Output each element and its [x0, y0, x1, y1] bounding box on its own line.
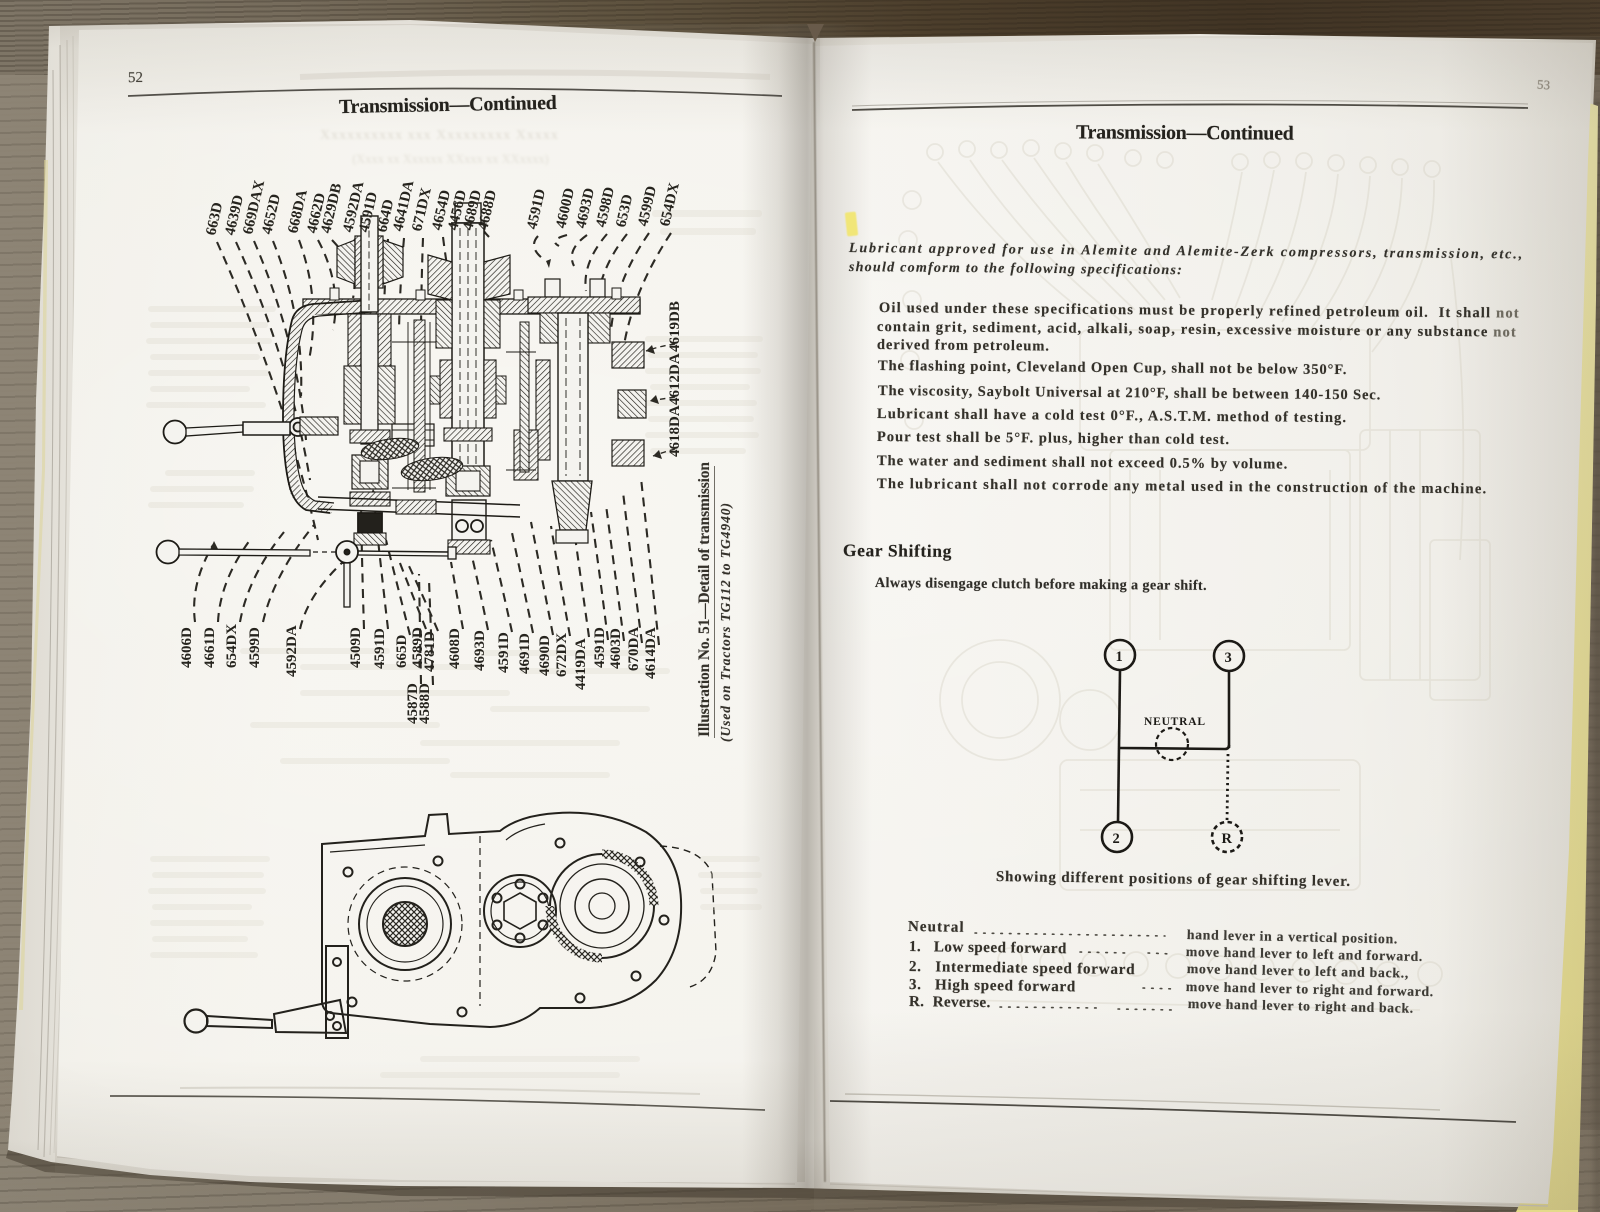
- svg-text:4619DB: 4619DB: [667, 301, 683, 352]
- svg-text:4589D: 4589D: [410, 627, 426, 668]
- svg-text:4592DA: 4592DA: [284, 625, 300, 677]
- svg-text:4614DA: 4614DA: [643, 627, 659, 679]
- svg-text:4612DA: 4612DA: [667, 353, 683, 405]
- svg-text:664D: 664D: [374, 198, 397, 234]
- svg-text:4606D: 4606D: [179, 627, 195, 668]
- svg-text:4691D: 4691D: [517, 633, 533, 674]
- svg-text:4591D: 4591D: [496, 632, 512, 673]
- svg-text:654DX: 654DX: [224, 624, 240, 668]
- svg-text:1: 1: [1116, 649, 1123, 665]
- svg-text:4603D: 4603D: [608, 628, 624, 669]
- svg-text:4781D: 4781D: [422, 631, 438, 672]
- svg-text:3: 3: [1225, 650, 1232, 666]
- svg-text:665D: 665D: [394, 635, 410, 669]
- svg-text:4690D: 4690D: [537, 635, 553, 676]
- svg-text:663D: 663D: [203, 201, 226, 237]
- svg-text:4618DA: 4618DA: [667, 405, 683, 457]
- svg-text:2: 2: [1113, 831, 1120, 847]
- svg-text:4509D: 4509D: [348, 627, 364, 668]
- svg-text:4693D: 4693D: [472, 630, 488, 671]
- svg-text:653D: 653D: [613, 193, 636, 229]
- svg-text:4591D: 4591D: [592, 627, 608, 668]
- svg-text:4587D: 4587D: [405, 683, 421, 724]
- svg-text:R: R: [1222, 831, 1233, 847]
- svg-text:NEUTRAL: NEUTRAL: [1144, 716, 1206, 728]
- svg-text:4591D: 4591D: [372, 628, 388, 669]
- svg-text:670DA: 670DA: [626, 627, 642, 671]
- svg-text:4599D: 4599D: [247, 627, 263, 668]
- svg-text:4419DA: 4419DA: [573, 638, 589, 690]
- svg-text:4588D: 4588D: [417, 683, 433, 724]
- svg-text:4608D: 4608D: [447, 628, 463, 669]
- svg-text:4661D: 4661D: [202, 627, 218, 668]
- svg-text:672DX: 672DX: [554, 633, 570, 677]
